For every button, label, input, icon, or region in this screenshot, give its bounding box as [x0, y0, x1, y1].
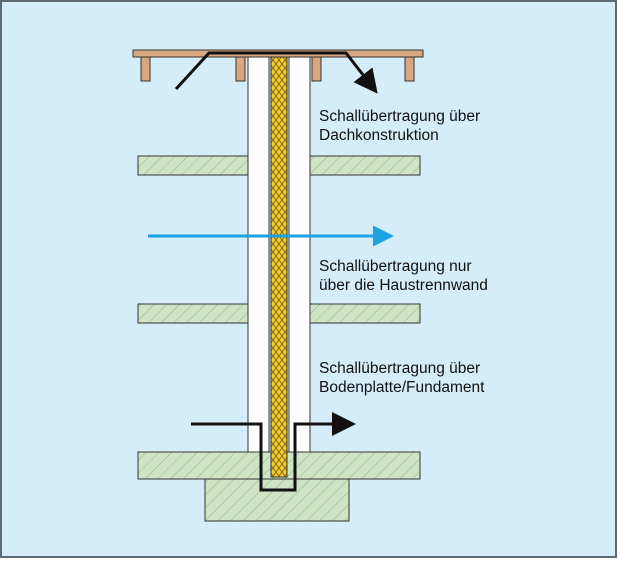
floor-slab-upper-left — [137, 155, 249, 176]
roof-label-line1: Schallübertragung über — [319, 108, 480, 125]
wall-leaf-left — [247, 56, 270, 453]
rafter-2 — [235, 56, 246, 82]
insulation-layer — [270, 56, 288, 478]
wall-leaf-right — [288, 56, 311, 453]
roof-label-line2: Dachkonstruktion — [319, 127, 439, 144]
rafter-3 — [311, 56, 322, 82]
floor-slab-middle-left — [137, 303, 249, 324]
rafter-1 — [140, 56, 151, 82]
base-label-line2: Bodenplatte/Fundament — [319, 379, 485, 396]
base-label-line1: Schallübertragung über — [319, 360, 480, 377]
floor-slab-upper-right — [309, 155, 421, 176]
wall-label-line2: über die Haustrennwand — [319, 277, 488, 294]
wall-label-line1: Schallübertragung nur — [319, 258, 472, 275]
rafter-4 — [404, 56, 415, 82]
foundation-transmission-arrow — [191, 412, 356, 492]
floor-slab-middle-right — [309, 303, 421, 324]
roof-transmission-arrow — [174, 51, 378, 94]
foundation-block — [204, 473, 350, 522]
